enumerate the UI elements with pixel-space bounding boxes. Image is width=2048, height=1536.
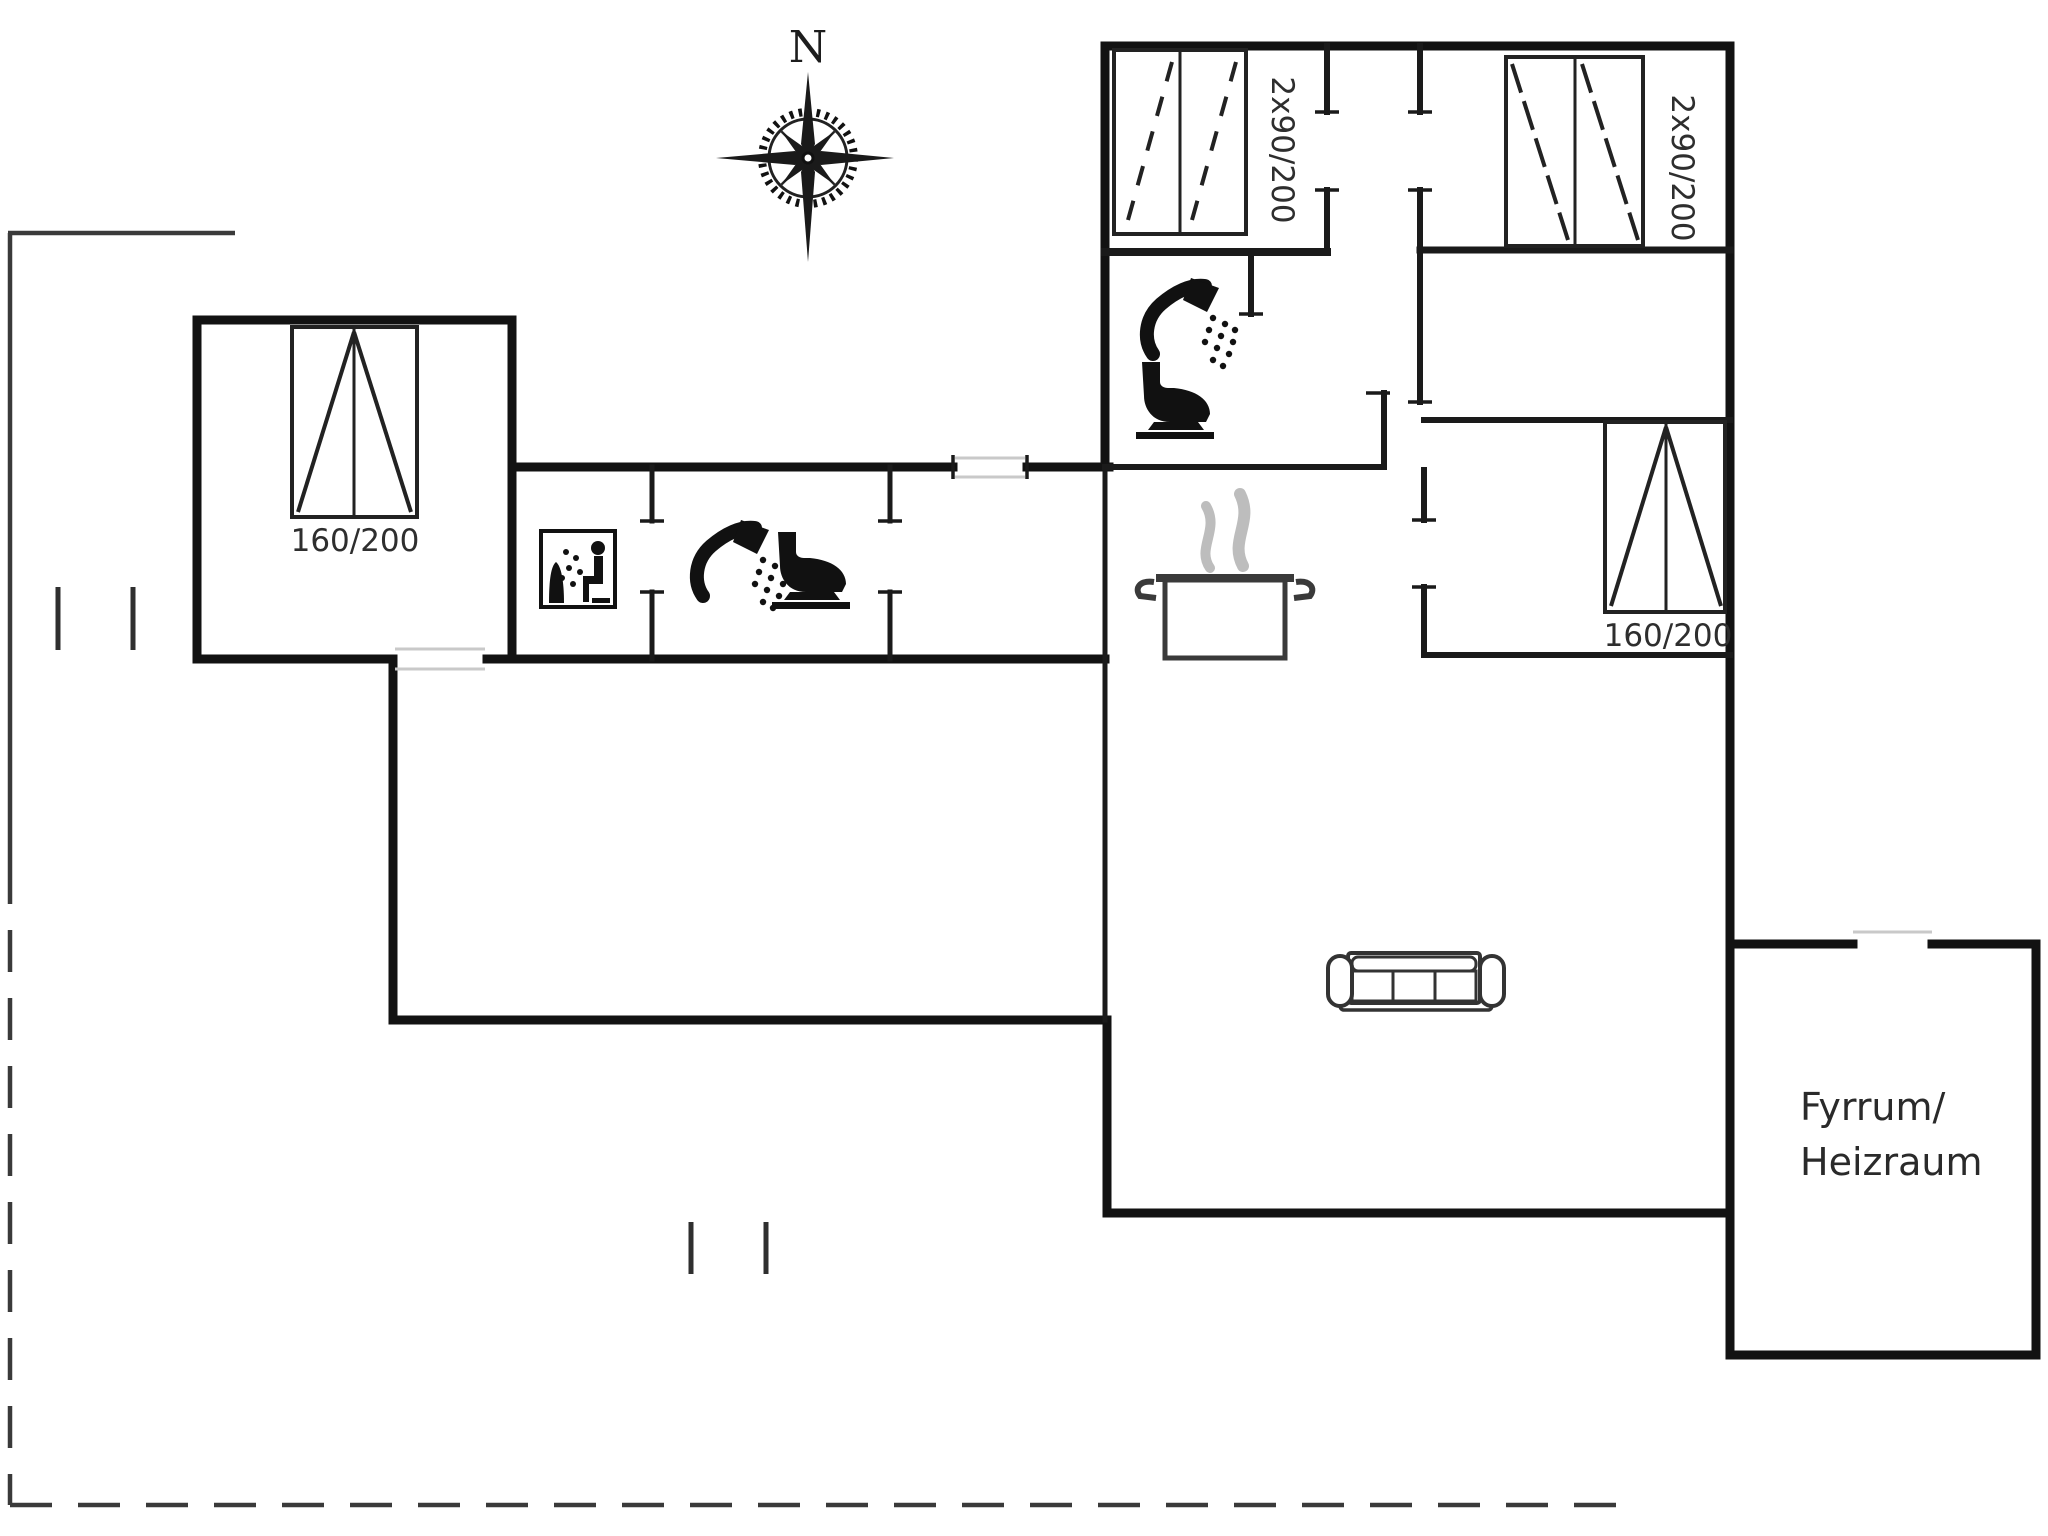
utility-room-label-line2: Heizraum — [1800, 1140, 1982, 1184]
bed-top-left — [1112, 48, 1248, 236]
cooking-pot-icon — [1134, 488, 1316, 661]
bed-left-wing — [290, 325, 419, 519]
bed-top-right — [1504, 55, 1645, 248]
compass-rose-icon — [716, 72, 894, 262]
sauna-icon — [539, 529, 617, 609]
interior-walls — [649, 43, 1734, 1023]
bed-label-top-left: 2x90/200 — [1264, 76, 1300, 223]
utility-room-label: Fyrrum/ Heizraum — [1800, 1085, 1982, 1184]
bed-right — [1603, 420, 1727, 614]
bed-label-left-wing: 160/200 — [291, 523, 420, 559]
bed-label-top-right: 2x90/200 — [1664, 94, 1700, 241]
door-opening-lines — [395, 456, 1932, 934]
utility-room-label-line1: Fyrrum/ — [1800, 1085, 1946, 1129]
sofa-icon — [1326, 951, 1506, 1012]
terrace-boundary — [7, 230, 1640, 1508]
bed-label-right: 160/200 — [1604, 618, 1733, 654]
terrace-step-marks — [55, 587, 769, 1274]
exterior-walls — [192, 41, 2041, 1360]
door-post-caps — [640, 110, 1436, 594]
compass-north-label: N — [789, 22, 828, 73]
